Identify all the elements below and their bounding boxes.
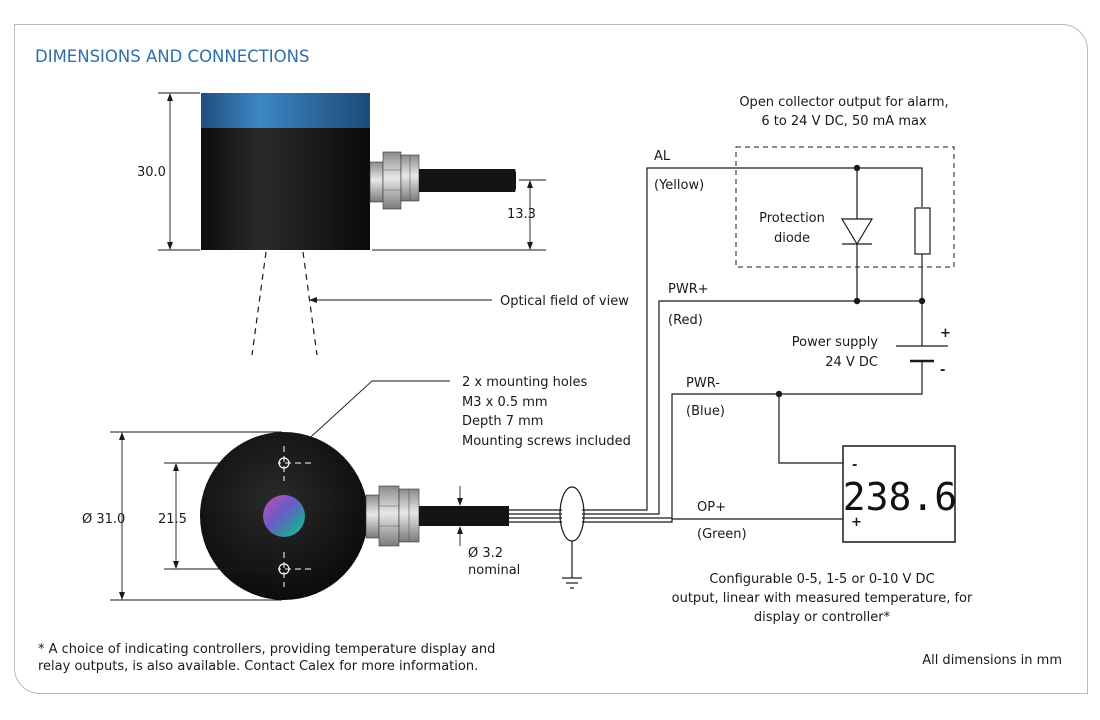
protection-diode-line-1: Protection xyxy=(759,211,825,226)
display-frame xyxy=(842,445,956,543)
power-supply-line-2: 24 V DC xyxy=(825,355,878,370)
configurable-line-2: output, linear with measured temperature… xyxy=(672,591,973,606)
mounting-holes-leader xyxy=(289,380,450,457)
wire-pwr-plus-color: (Red) xyxy=(668,313,703,328)
wire-op-plus-color: (Green) xyxy=(697,527,747,542)
cable-diameter-dimension: Ø 3.2 xyxy=(468,546,503,561)
height-dimension: 30.0 xyxy=(137,165,166,180)
wire-pwr-plus xyxy=(582,300,922,515)
wire-al-color: (Yellow) xyxy=(654,178,704,193)
front-cable xyxy=(419,506,509,526)
units-note: All dimensions in mm xyxy=(922,653,1062,668)
cable-nominal-label: nominal xyxy=(468,563,520,578)
mounting-holes-line-1: 2 x mounting holes xyxy=(462,375,587,390)
field-of-view-line-right xyxy=(302,251,318,356)
sensor-body xyxy=(201,128,370,250)
power-supply-line-1: Power supply xyxy=(792,335,879,350)
wire-pwr-minus-label: PWR- xyxy=(686,376,720,391)
battery-minus-sign: - xyxy=(940,363,945,378)
display-minus-sign: - xyxy=(852,458,857,473)
open-collector-line-2: 6 to 24 V DC, 50 mA max xyxy=(761,114,927,129)
page-title: DIMENSIONS AND CONNECTIONS xyxy=(35,47,309,66)
mounting-hole-bottom xyxy=(278,563,290,575)
side-dimensions xyxy=(158,92,546,251)
diagram-card xyxy=(14,24,1088,694)
display-plus-sign: + xyxy=(851,515,862,530)
battery-plus-sign: + xyxy=(940,326,951,341)
mounting-holes-line-2: M3 x 0.5 mm xyxy=(462,395,548,410)
display-reading: 238.6 xyxy=(843,475,957,519)
wire-display-minus xyxy=(778,394,843,464)
protection-diode-line-2: diode xyxy=(774,231,810,246)
cable-shield xyxy=(559,486,585,542)
wire-pwr-plus-label: PWR+ xyxy=(668,282,709,297)
mounting-holes-line-4: Mounting screws included xyxy=(462,434,631,449)
wire-op-plus xyxy=(582,518,843,523)
open-collector-line-1: Open collector output for alarm, xyxy=(739,95,948,110)
open-collector-box xyxy=(735,146,955,268)
front-dimensions xyxy=(110,431,463,601)
optical-field-label: Optical field of view xyxy=(500,294,629,309)
wiring xyxy=(509,146,955,589)
sensor-cable xyxy=(419,169,516,192)
footnote-line-2: relay outputs, is also available. Contac… xyxy=(38,659,478,674)
wire-pwr-minus-color: (Blue) xyxy=(686,404,725,419)
sensor-side-view xyxy=(201,93,519,250)
wire-al xyxy=(582,167,923,511)
hole-spacing-dimension: 21.5 xyxy=(158,512,187,527)
wire-al-label: AL xyxy=(654,149,671,164)
sensor-cap xyxy=(201,93,370,128)
footnote-line-1: * A choice of indicating controllers, pr… xyxy=(38,642,495,657)
pull-up-resistor xyxy=(914,207,931,255)
field-of-view-line-left xyxy=(251,251,267,356)
mounting-hole-top xyxy=(278,457,290,469)
sensor-front-view xyxy=(200,432,509,600)
sensor-lens xyxy=(263,495,305,537)
wire-op-plus-label: OP+ xyxy=(697,500,726,515)
protection-diode xyxy=(840,218,874,246)
wire-pwr-minus xyxy=(582,361,923,519)
display-controller: 238.6 - + xyxy=(842,445,957,543)
configurable-line-1: Configurable 0-5, 1-5 or 0-10 V DC xyxy=(709,572,934,587)
configurable-line-3: display or controller* xyxy=(754,610,891,625)
cable-height-dimension: 13.3 xyxy=(507,207,536,222)
mounting-holes-line-3: Depth 7 mm xyxy=(462,414,543,429)
diameter-dimension: Ø 31.0 xyxy=(82,512,125,527)
